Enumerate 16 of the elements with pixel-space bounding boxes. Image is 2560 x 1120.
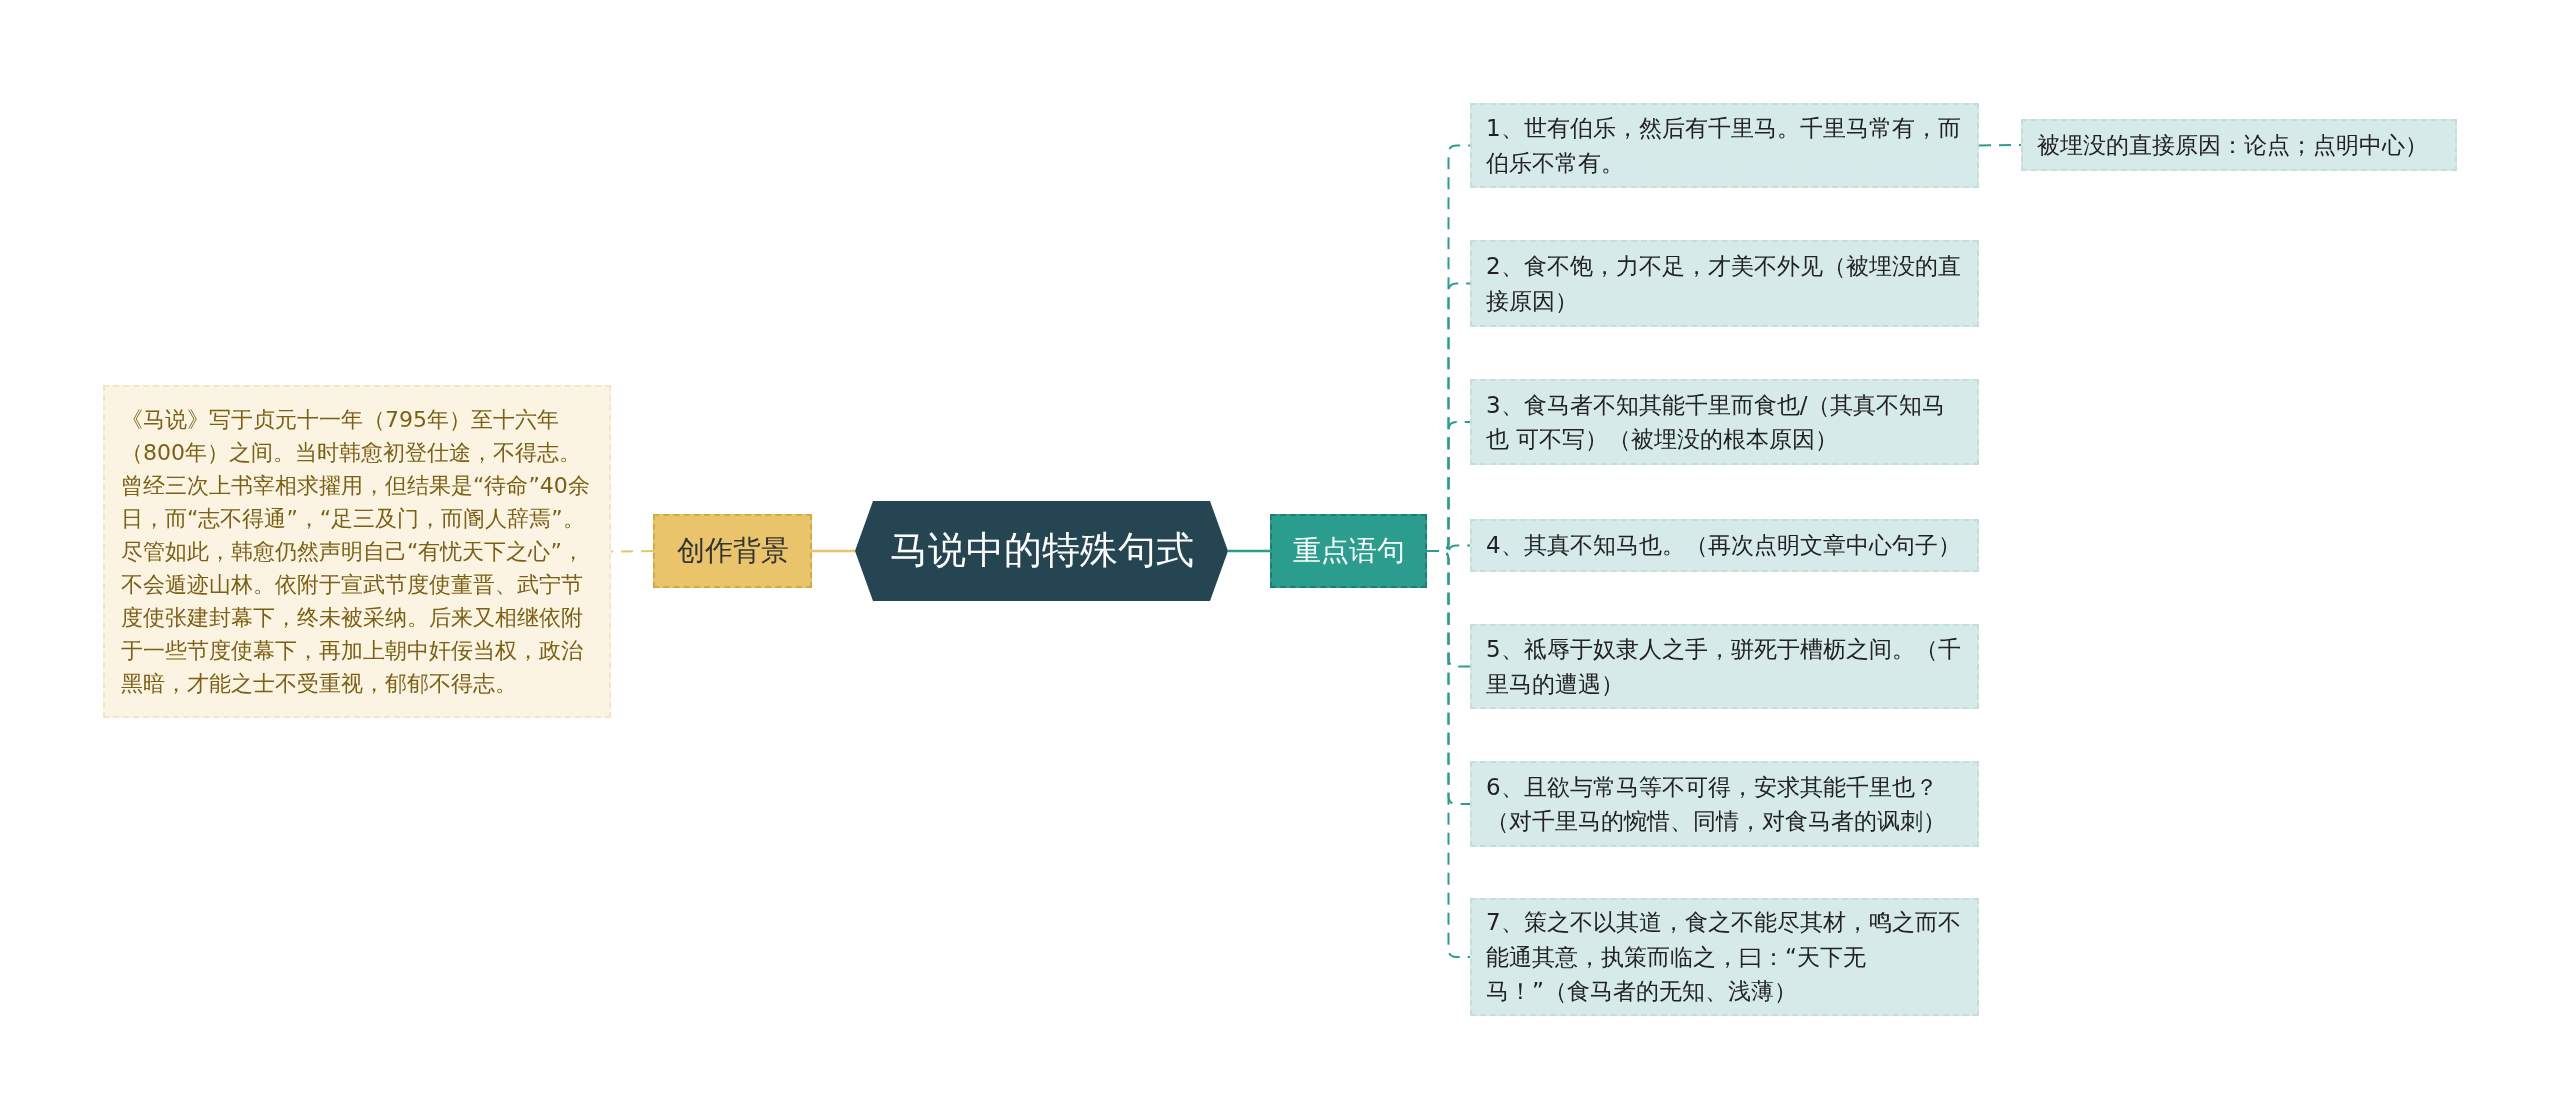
sentence-box: 1、世有伯乐，然后有千里马。千里马常有，而伯乐不常有。 bbox=[1470, 103, 1979, 188]
topic-hexagon: 马说中的特殊句式 bbox=[855, 501, 1228, 601]
sentence-box: 4、其真不知马也。（再次点明文章中心句子） bbox=[1470, 519, 1979, 572]
sentence-box: 6、且欲与常马等不可得，安求其能千里也？（对千里马的惋惜、同情，对食马者的讽刺） bbox=[1470, 761, 1979, 847]
branch-box: 重点语句 bbox=[1270, 514, 1427, 588]
sentence-box: 3、食马者不知其能千里而食也/（其真不知马也 可不写）（被埋没的根本原因） bbox=[1470, 379, 1979, 465]
sentence-box: 被埋没的直接原因：论点；点明中心） bbox=[2021, 119, 2457, 171]
note-box: 《马说》写于贞元十一年（795年）至十六年（800年）之间。当时韩愈初登仕途，不得志。曾经三次上书宰相求擢用，但结果是“待命”40余日，而“志不得通”，“足三及门，而阍人辞焉”。尽管如此，韩愈仍然声明自己“有忧天下之心”，不会遁迹山林。依附于宣武节度使董晋、武宁节度使张建封幕下，终未被采纳。后来又相继依附于一些节度使幕下，再加上朝中奸佞当权，政治黑暗，才能之士不受重视，郁郁不得志。 bbox=[103, 385, 611, 718]
sentence-box: 2、食不饱，力不足，才美不外见（被埋没的直接原因） bbox=[1470, 240, 1979, 327]
connector-line bbox=[610, 550, 654, 553]
branch-box: 创作背景 bbox=[653, 514, 812, 588]
connector-line bbox=[1228, 549, 1270, 553]
sentence-box: 5、祗辱于奴隶人之手，骈死于槽枥之间。（千里马的遭遇） bbox=[1470, 624, 1979, 709]
sentence-box: 7、策之不以其道，食之不能尽其材，鸣之而不能通其意，执策而临之，曰：“天下无马！”（食马者的无知、浅薄） bbox=[1470, 898, 1979, 1016]
connector-line bbox=[812, 549, 855, 553]
connector-line bbox=[1978, 144, 2022, 147]
